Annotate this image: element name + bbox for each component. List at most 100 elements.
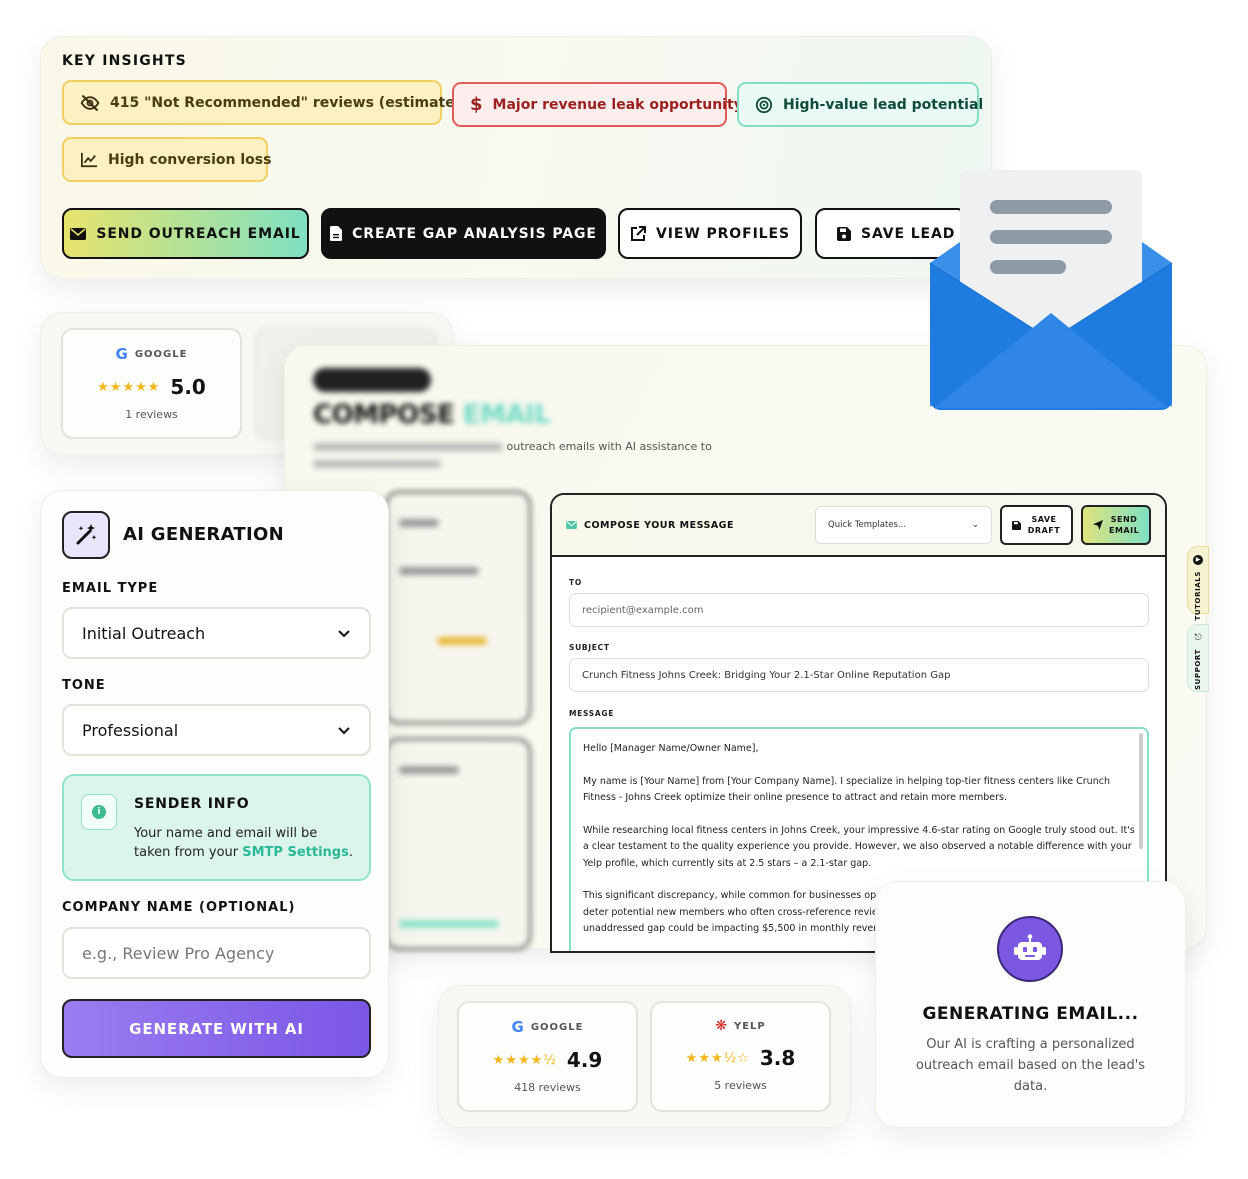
create-gap-analysis-label: CREATE GAP ANALYSIS PAGE (352, 225, 597, 242)
insight-chip-revenue-leak: $ Major revenue leak opportunity (452, 82, 743, 127)
send-outreach-email-button[interactable]: SEND OUTREACH EMAIL (62, 208, 309, 259)
tone-label: TONE (62, 678, 106, 693)
google-g-icon: G (511, 1018, 525, 1036)
message-paragraph-1: My name is [Your Name] from [Your Compan… (583, 775, 1110, 804)
insight-chip-label: 415 "Not Recommended" reviews (estimated… (110, 94, 472, 111)
eye-off-icon (80, 94, 100, 111)
insight-chip-label: High-value lead potential (783, 96, 984, 113)
chevron-down-icon (338, 726, 350, 734)
rating-score: 3.8 (759, 1046, 796, 1070)
mail-icon (566, 521, 577, 529)
generating-title: GENERATING EMAIL... (922, 1004, 1139, 1024)
to-input[interactable]: recipient@example.com (569, 593, 1149, 627)
review-count: 1 reviews (125, 408, 178, 421)
rating-score: 4.9 (566, 1048, 603, 1072)
subject-input[interactable]: Crunch Fitness Johns Creek: Bridging You… (569, 658, 1149, 692)
compose-title-part1: COMPOSE (313, 400, 455, 430)
support-tab[interactable]: ⎋ SUPPORT (1187, 624, 1209, 692)
mail-icon (70, 227, 87, 240)
save-lead-label: SAVE LEAD (861, 225, 956, 242)
quick-templates-value: Quick Templates... (828, 520, 907, 530)
insight-chip-label: Major revenue leak opportunity (492, 96, 743, 113)
compose-panel-title: COMPOSE YOUR MESSAGE (566, 520, 734, 531)
generate-with-ai-button[interactable]: GENERATE WITH AI (62, 999, 371, 1058)
compose-subtitle-text: outreach emails with AI assistance to (506, 440, 712, 453)
rating-source: G GOOGLE (459, 1018, 636, 1036)
target-icon (755, 96, 773, 113)
message-label: MESSAGE (569, 709, 615, 718)
email-type-label: EMAIL TYPE (62, 581, 159, 596)
sender-info-text-before: Your name and email will be taken from y… (134, 826, 318, 860)
rating-source: G GOOGLE (63, 345, 240, 363)
dollar-icon: $ (470, 94, 483, 115)
smtp-settings-link[interactable]: SMTP Settings (242, 845, 349, 860)
rating-row: ★★★★★ 5.0 (63, 375, 240, 399)
google-rating-card: G GOOGLE ★★★★½ 4.9 418 reviews (457, 1001, 638, 1112)
email-type-select[interactable]: Initial Outreach (62, 607, 371, 659)
rating-score: 5.0 (170, 375, 206, 399)
ai-generation-card: AI GENERATION EMAIL TYPE Initial Outreac… (40, 490, 389, 1078)
send-email-label: SEND EMAIL (1109, 515, 1140, 535)
google-rating-card: G GOOGLE ★★★★★ 5.0 1 reviews (61, 328, 242, 439)
robot-icon (997, 916, 1063, 982)
tutorials-tab-label: TUTORIALS (1194, 571, 1202, 621)
lead-info-panel-obscured (385, 491, 531, 724)
email-type-value: Initial Outreach (82, 623, 206, 643)
rating-source-label: YELP (733, 1020, 766, 1032)
save-icon (837, 226, 851, 241)
support-tab-label: SUPPORT (1194, 649, 1202, 690)
external-link-icon (631, 225, 647, 241)
compose-title: COMPOSE EMAIL (313, 400, 551, 430)
chevron-down-icon: ⌄ (971, 520, 979, 530)
star-rating-icons: ★★★★½ (492, 1052, 557, 1068)
to-label: TO (569, 578, 582, 587)
yelp-burst-icon: ❋ (715, 1018, 728, 1034)
view-profiles-button[interactable]: VIEW PROFILES (618, 208, 802, 259)
tone-select[interactable]: Professional (62, 704, 371, 756)
info-icon: i (81, 794, 117, 830)
company-name-input[interactable]: e.g., Review Pro Agency (62, 927, 371, 979)
review-count: 418 reviews (514, 1081, 581, 1094)
generating-text: Our AI is crafting a personalized outrea… (915, 1037, 1146, 1094)
send-outreach-email-label: SEND OUTREACH EMAIL (96, 225, 301, 242)
save-draft-label: SAVE DRAFT (1027, 515, 1061, 535)
rating-summary-card-bottom: G GOOGLE ★★★★½ 4.9 418 reviews ❋ YELP ★★… (438, 985, 851, 1128)
quick-templates-select[interactable]: Quick Templates... ⌄ (815, 506, 992, 544)
sender-info-text: Your name and email will be taken from y… (134, 824, 354, 862)
sender-info-title: SENDER INFO (134, 796, 250, 812)
save-icon (1012, 520, 1021, 530)
play-icon: ▶ (1193, 555, 1203, 565)
google-g-icon: G (115, 345, 129, 363)
save-draft-button[interactable]: SAVE DRAFT (1000, 505, 1073, 545)
rating-source-label: GOOGLE (530, 1021, 584, 1033)
rating-source-label: GOOGLE (134, 348, 188, 360)
compose-message-panel: COMPOSE YOUR MESSAGE Quick Templates... … (550, 493, 1167, 953)
sender-info-box: i SENDER INFO Your name and email will b… (62, 774, 371, 881)
section-badge (313, 368, 431, 392)
compose-panel-header: COMPOSE YOUR MESSAGE Quick Templates... … (552, 495, 1165, 557)
rating-source: ❋ YELP (652, 1018, 829, 1034)
star-rating-icons: ★★★★★ (97, 379, 161, 395)
insight-chip-label: High conversion loss (108, 151, 272, 168)
compose-email-card: COMPOSE EMAIL outreach emails with AI as… (284, 345, 1209, 953)
tutorials-tab[interactable]: ▶ TUTORIALS (1187, 546, 1209, 621)
chevron-down-icon (338, 629, 350, 637)
review-count: 5 reviews (714, 1079, 767, 1092)
insight-chip-conversion-loss: High conversion loss (62, 137, 272, 182)
rating-summary-card-top: G GOOGLE ★★★★★ 5.0 1 reviews (40, 312, 453, 455)
send-email-button[interactable]: SEND EMAIL (1081, 505, 1151, 545)
create-gap-analysis-button[interactable]: CREATE GAP ANALYSIS PAGE (321, 208, 606, 259)
compose-title-part2: EMAIL (462, 400, 551, 430)
headset-icon: ⎋ (1194, 633, 1202, 643)
envelope-illustration-icon (929, 170, 1173, 410)
message-scrollbar[interactable] (1139, 733, 1143, 849)
company-name-label: COMPANY NAME (OPTIONAL) (62, 900, 296, 915)
key-insights-title: KEY INSIGHTS (62, 53, 187, 69)
insight-chip-high-value: High-value lead potential (737, 82, 983, 127)
message-paragraph-2: While researching local fitness centers … (583, 824, 1135, 869)
insight-chip-not-recommended: 415 "Not Recommended" reviews (estimated… (62, 80, 471, 125)
generating-email-card: GENERATING EMAIL... Our AI is crafting a… (875, 881, 1186, 1128)
message-greeting: Hello [Manager Name/Owner Name], (583, 743, 759, 754)
sender-info-text-after: . (348, 845, 353, 860)
subject-label: SUBJECT (569, 643, 610, 652)
